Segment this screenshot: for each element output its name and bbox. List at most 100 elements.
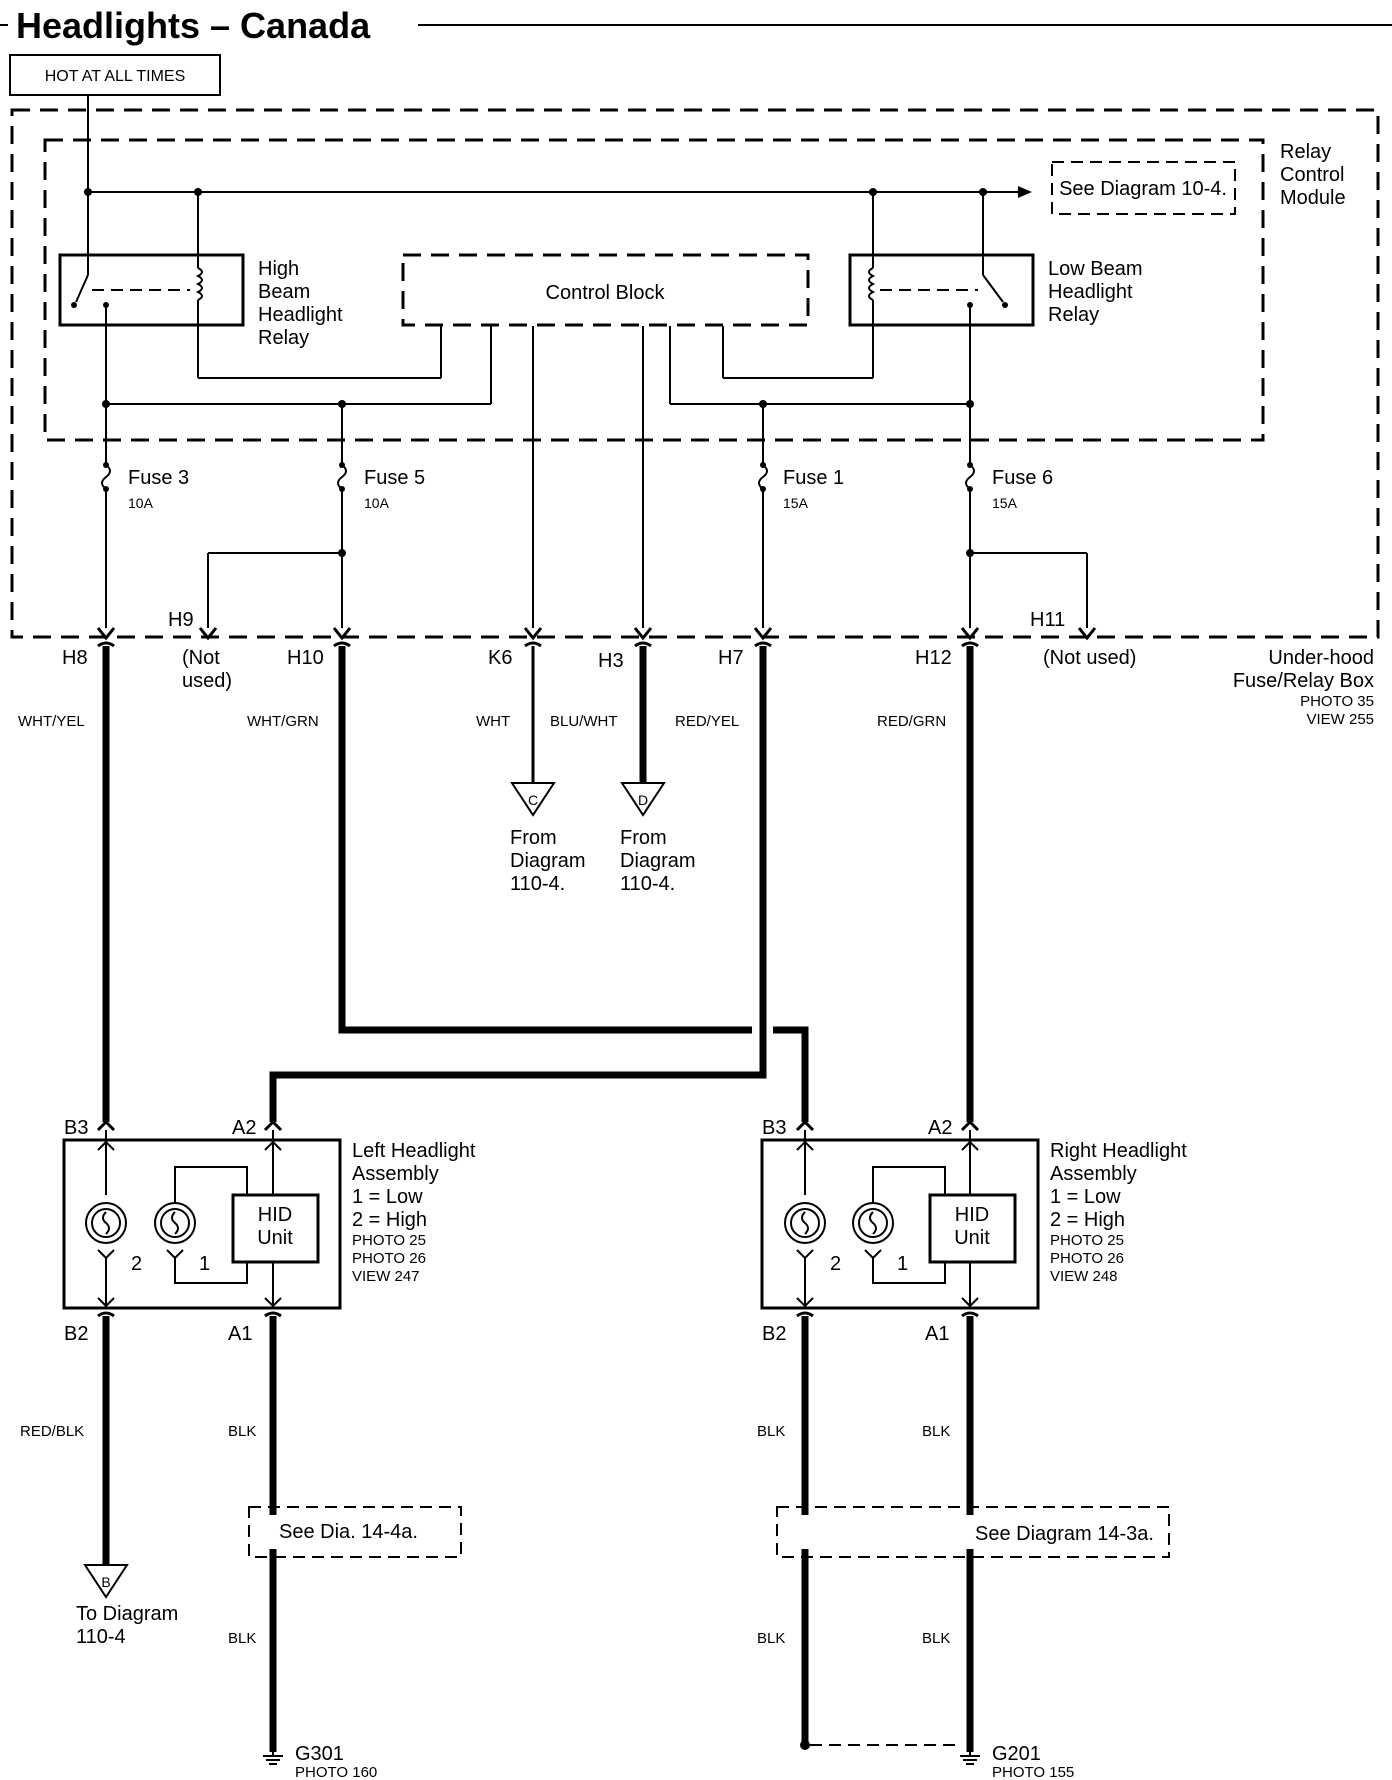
low-relay-coil-icon [868,267,876,301]
right-headlight-assembly [760,1119,1040,1310]
low-relay-label-2: Headlight [1048,281,1133,303]
right-label-3: 1 = Low [1050,1186,1121,1208]
control-block [401,253,810,327]
left-pin-b2: B2 [64,1323,88,1345]
terminal-h7: H7 [718,647,744,669]
not-used-h11: (Not used) [1043,647,1136,669]
left-view: VIEW 247 [352,1268,420,1285]
right-photo-1: PHOTO 25 [1050,1232,1124,1249]
wire-label-left-b2: RED/BLK [20,1423,84,1440]
wire-label-h7: RED/YEL [675,713,739,730]
left-pin-b3: B3 [64,1117,88,1139]
rcm-label-1: Relay [1280,141,1331,163]
connector-c-line-1: From [510,827,557,849]
left-label-2: Assembly [352,1163,439,1185]
fuse-3-name: Fuse 3 [128,467,189,489]
wire-label-h3: BLU/WHT [550,713,618,730]
right-label-2: Assembly [1050,1163,1137,1185]
right-pin-b3: B3 [762,1117,786,1139]
terminal-h9: H9 [168,609,194,631]
wire-label-left-a1-lower: BLK [228,1630,256,1647]
high-relay-label-2: Beam [258,281,310,303]
connector-d-line-1: From [620,827,667,849]
left-hid-unit [231,1193,320,1264]
fuse-6-rating: 15A [992,495,1018,511]
left-hid-label-1: HID [258,1204,292,1226]
terminal-h10: H10 [287,647,324,669]
fuse-5 [337,462,347,492]
connector-b-line-1: To Diagram [76,1603,178,1625]
terminal-h11: H11 [1030,609,1065,631]
fuse-1 [758,462,768,492]
right-bulb-2-icon [784,1202,826,1244]
not-used-h9-2: used) [182,670,232,692]
power-label: HOT AT ALL TIMES [45,68,186,85]
wire-h7 [269,646,767,1122]
wire-label-left-a1: BLK [228,1423,256,1440]
fuse-3-rating: 10A [128,495,154,511]
connector-b: B [83,1564,129,1599]
wire-label-h8: WHT/YEL [18,713,85,730]
terminal-h3: H3 [598,650,624,672]
low-relay-switch [982,274,1004,303]
high-relay-label-3: Headlight [258,304,343,326]
left-pin-a1: A1 [228,1323,252,1345]
fuse-6 [965,462,975,492]
not-used-h9-1: (Not [182,647,220,669]
connector-c-line-2: Diagram [510,850,586,872]
fuse-box-label-1: Under-hood [1268,647,1374,669]
fuse-1-name: Fuse 1 [783,467,844,489]
left-label-1: Left Headlight [352,1140,476,1162]
ground-g301-icon [263,1752,283,1765]
fuse-3 [101,462,111,492]
connector-b-line-2: 110-4 [76,1626,126,1648]
high-relay-label-4: Relay [258,327,309,349]
fuse-5-rating: 10A [364,495,390,511]
terminal-h8: H8 [62,647,88,669]
see-dia-14-4a: See Dia. 14-4a. [279,1521,418,1543]
left-bulb-2-icon [85,1202,127,1244]
fuse-box-label-2: Fuse/Relay Box [1233,670,1374,692]
low-relay-label-3: Relay [1048,304,1099,326]
connector-b-letter: B [101,1574,110,1590]
right-hid-unit [928,1193,1017,1264]
fuse-box-view: VIEW 255 [1306,711,1374,728]
right-bulb-2-num: 2 [830,1253,841,1275]
left-photo-2: PHOTO 26 [352,1250,426,1267]
ground-g301-photo: PHOTO 160 [295,1764,377,1780]
wire-label-right-b2: BLK [757,1423,785,1440]
terminal-k6: K6 [488,647,512,669]
rcm-label-2: Control [1280,164,1344,186]
connector-c: C [510,782,556,817]
left-hid-label-2: Unit [257,1227,293,1249]
ground-g201-icon [960,1752,980,1765]
high-beam-relay [58,253,245,327]
terminal-h12: H12 [915,647,952,669]
right-pin-a1: A1 [925,1323,949,1345]
wire-label-h10: WHT/GRN [247,713,319,730]
see-diagram-10-4: See Diagram 10-4. [1059,178,1227,200]
page-title: Headlights – Canada [16,5,371,46]
fuse-relay-box-border [10,108,1380,639]
low-beam-relay [848,253,1035,327]
ground-g201-photo: PHOTO 155 [992,1764,1074,1780]
right-hid-label-2: Unit [954,1227,990,1249]
connector-c-line-3: 110-4. [510,873,565,895]
wire-label-k6: WHT [476,713,510,730]
right-pin-b2: B2 [762,1323,786,1345]
wire-label-h12: RED/GRN [877,713,946,730]
high-relay-switch [75,274,89,303]
right-label-1: Right Headlight [1050,1140,1187,1162]
rcm-label-3: Module [1280,187,1346,209]
low-relay-label-1: Low Beam [1048,258,1143,280]
right-view: VIEW 248 [1050,1268,1118,1285]
connector-c-letter: C [528,792,538,808]
fuse-5-name: Fuse 5 [364,467,425,489]
left-photo-1: PHOTO 25 [352,1232,426,1249]
see-dia-14-4a-box [248,1506,462,1558]
high-relay-label-1: High [258,258,299,280]
right-pin-a2: A2 [928,1117,952,1139]
left-headlight-assembly [62,1119,342,1310]
